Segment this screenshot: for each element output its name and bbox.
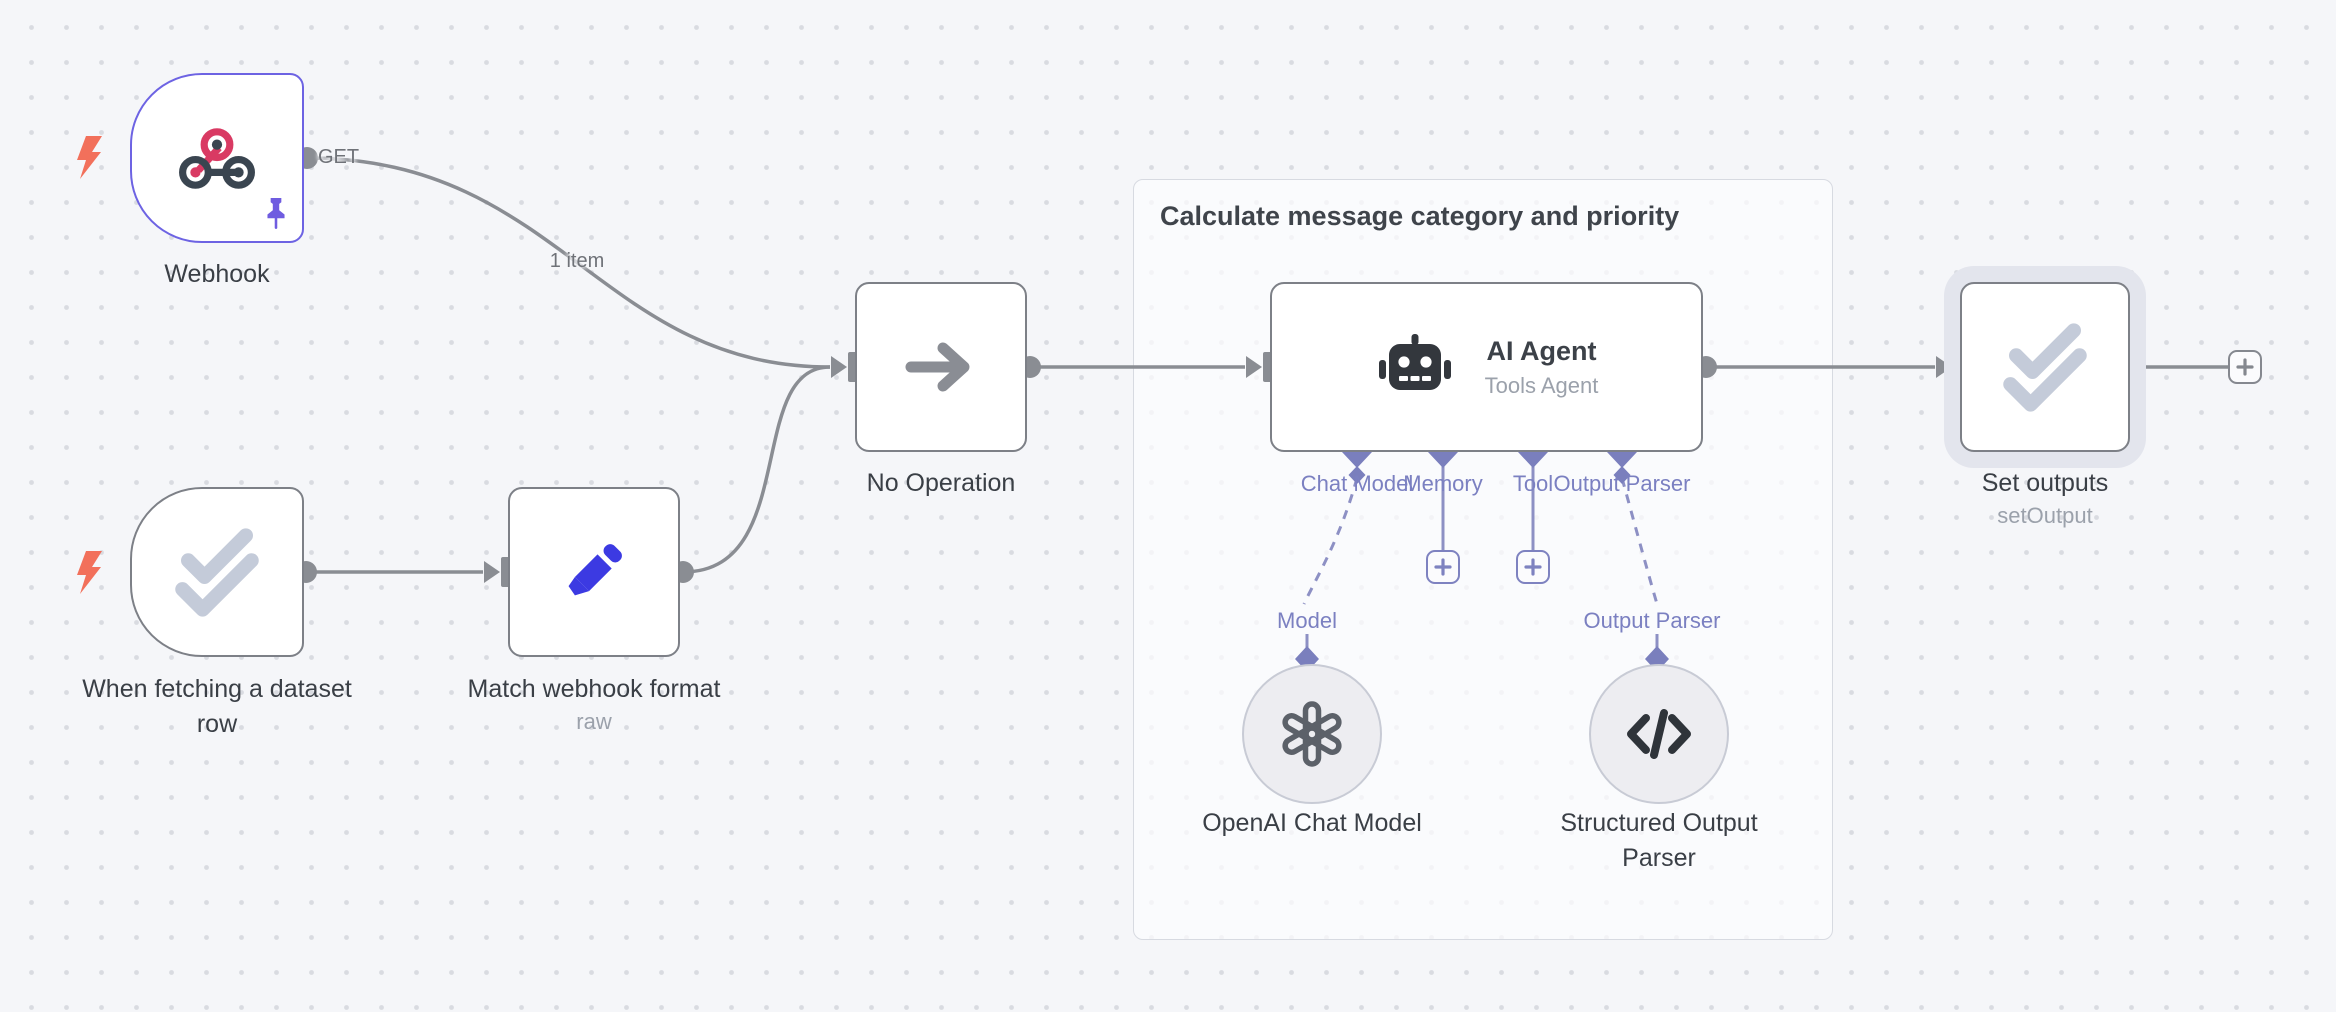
node-subtitle-match-format: raw <box>576 709 612 734</box>
pin-icon <box>267 198 285 229</box>
add-tool-button[interactable] <box>1516 550 1550 584</box>
add-node-button[interactable] <box>2228 350 2262 384</box>
openai-logo-icon <box>1282 701 1342 767</box>
port-label-output-parser: Output Parser <box>1553 471 1691 496</box>
port-label-output-parser-sub: Output Parser <box>1583 608 1721 633</box>
plus-icon <box>1524 558 1542 576</box>
lightning-bolt-icon <box>77 551 102 594</box>
node-ai-agent[interactable]: AI Agent Tools Agent <box>1270 282 1703 452</box>
node-label-no-operation: No Operation <box>866 469 1016 497</box>
port-label-memory: Memory <box>1403 471 1483 496</box>
group-title: Calculate message category and priority <box>1160 201 1680 231</box>
node-match-webhook-format[interactable] <box>508 487 680 657</box>
node-label-dataset-trigger: When fetching a dataset row <box>82 675 352 738</box>
edge-webhook-to-noop[interactable] <box>306 156 831 369</box>
lightning-bolt-icon <box>77 136 102 179</box>
node-structured-output-parser[interactable] <box>1589 664 1729 804</box>
node-label-set-outputs: Set outputs <box>1981 469 2109 497</box>
node-no-operation[interactable] <box>855 282 1027 452</box>
edge-chatmodel-to-openai[interactable] <box>1302 477 1359 605</box>
add-memory-button[interactable] <box>1426 550 1460 584</box>
port-label-model: Model <box>1277 608 1337 633</box>
plus-icon <box>1434 558 1452 576</box>
double-check-icon <box>1998 323 2092 415</box>
node-webhook[interactable] <box>130 73 304 243</box>
node-openai-chat-model[interactable] <box>1242 664 1382 804</box>
port-chat-model-arrow <box>1348 466 1366 484</box>
node-label-openai-chat-model: OpenAI Chat Model <box>1202 809 1422 837</box>
node-dataset-trigger[interactable] <box>130 487 304 657</box>
port-label-chat-model: Chat Model <box>1300 471 1414 496</box>
node-set-outputs[interactable] <box>1960 282 2130 452</box>
pencil-icon <box>568 544 622 596</box>
double-check-icon <box>170 528 264 620</box>
webhook-method-label: GET <box>318 146 360 168</box>
code-icon <box>1627 709 1691 759</box>
port-label-tool: Tool <box>1512 471 1554 496</box>
arrow-right-icon <box>905 342 970 392</box>
port-output-parser-arrow <box>1613 466 1631 484</box>
node-label-webhook: Webhook <box>164 260 270 288</box>
items-count-label: 1 item <box>549 250 605 272</box>
webhook-icon <box>179 128 255 189</box>
edge-match-to-noop[interactable] <box>682 365 831 574</box>
plus-icon <box>2236 358 2254 376</box>
node-label-match-format: Match webhook format <box>467 675 721 703</box>
node-subtitle-set-outputs: setOutput <box>1997 503 2093 528</box>
node-label-structured-output-parser: Structured Output Parser <box>1560 809 1758 872</box>
robot-icon <box>1378 334 1451 390</box>
agent-subtitle: Tools Agent <box>1484 373 1599 398</box>
agent-title: AI Agent <box>1486 336 1597 366</box>
edge-outputparser-to-parser[interactable] <box>1620 477 1659 605</box>
